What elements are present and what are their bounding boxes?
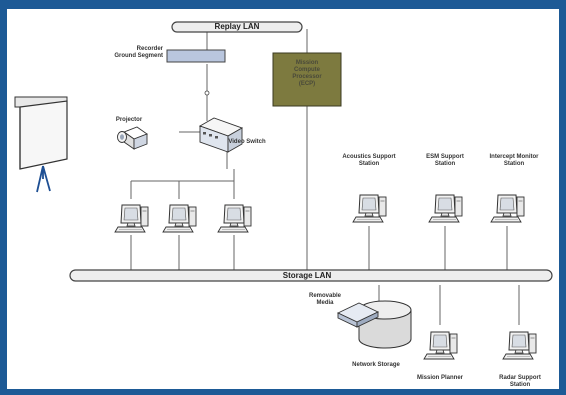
ecp-label: Mission Compute Processor (ECP) — [292, 60, 322, 87]
network-storage-label: Network Storage — [352, 362, 400, 368]
replay-lan-label: Replay LAN — [214, 22, 260, 31]
projector-icon — [117, 126, 148, 150]
diagram-canvas — [14, 21, 553, 360]
recorder-label: Recorder Ground Segment — [114, 46, 163, 59]
network-diagram: Replay LAN Storage LAN Recorder Ground S… — [7, 9, 559, 389]
workstation-icon — [352, 194, 387, 223]
storage-lan-bus — [69, 269, 553, 282]
workstation-icon — [162, 204, 197, 233]
recorder-box — [166, 49, 226, 63]
projection-screen-icon — [14, 96, 68, 193]
intercept-label: Intercept Monitor Station — [489, 154, 539, 167]
connection-lines — [130, 29, 520, 325]
replay-lan-bus — [171, 21, 303, 33]
ecp-box — [272, 52, 342, 107]
workstation-icon — [423, 331, 458, 360]
radar-label: Radar Support Station — [499, 375, 541, 388]
removable-media-icon — [336, 302, 380, 328]
esm-label: ESM Support Station — [426, 154, 464, 167]
workstation-icon — [114, 204, 149, 233]
connector-dot — [204, 90, 210, 96]
workstation-icon — [428, 194, 463, 223]
workstation-icon — [217, 204, 252, 233]
workstation-icon — [490, 194, 525, 223]
storage-lan-label: Storage LAN — [282, 271, 332, 280]
video-switch-icon — [198, 117, 244, 153]
projector-label: Projector — [115, 117, 143, 123]
acoustics-label: Acoustics Support Station — [342, 154, 396, 167]
mission-planner-label: Mission Planner — [416, 375, 463, 381]
removable-media-label: Removable Media — [308, 293, 341, 306]
video-switch-label: Video Switch — [228, 139, 266, 145]
workstation-icon — [502, 331, 537, 360]
